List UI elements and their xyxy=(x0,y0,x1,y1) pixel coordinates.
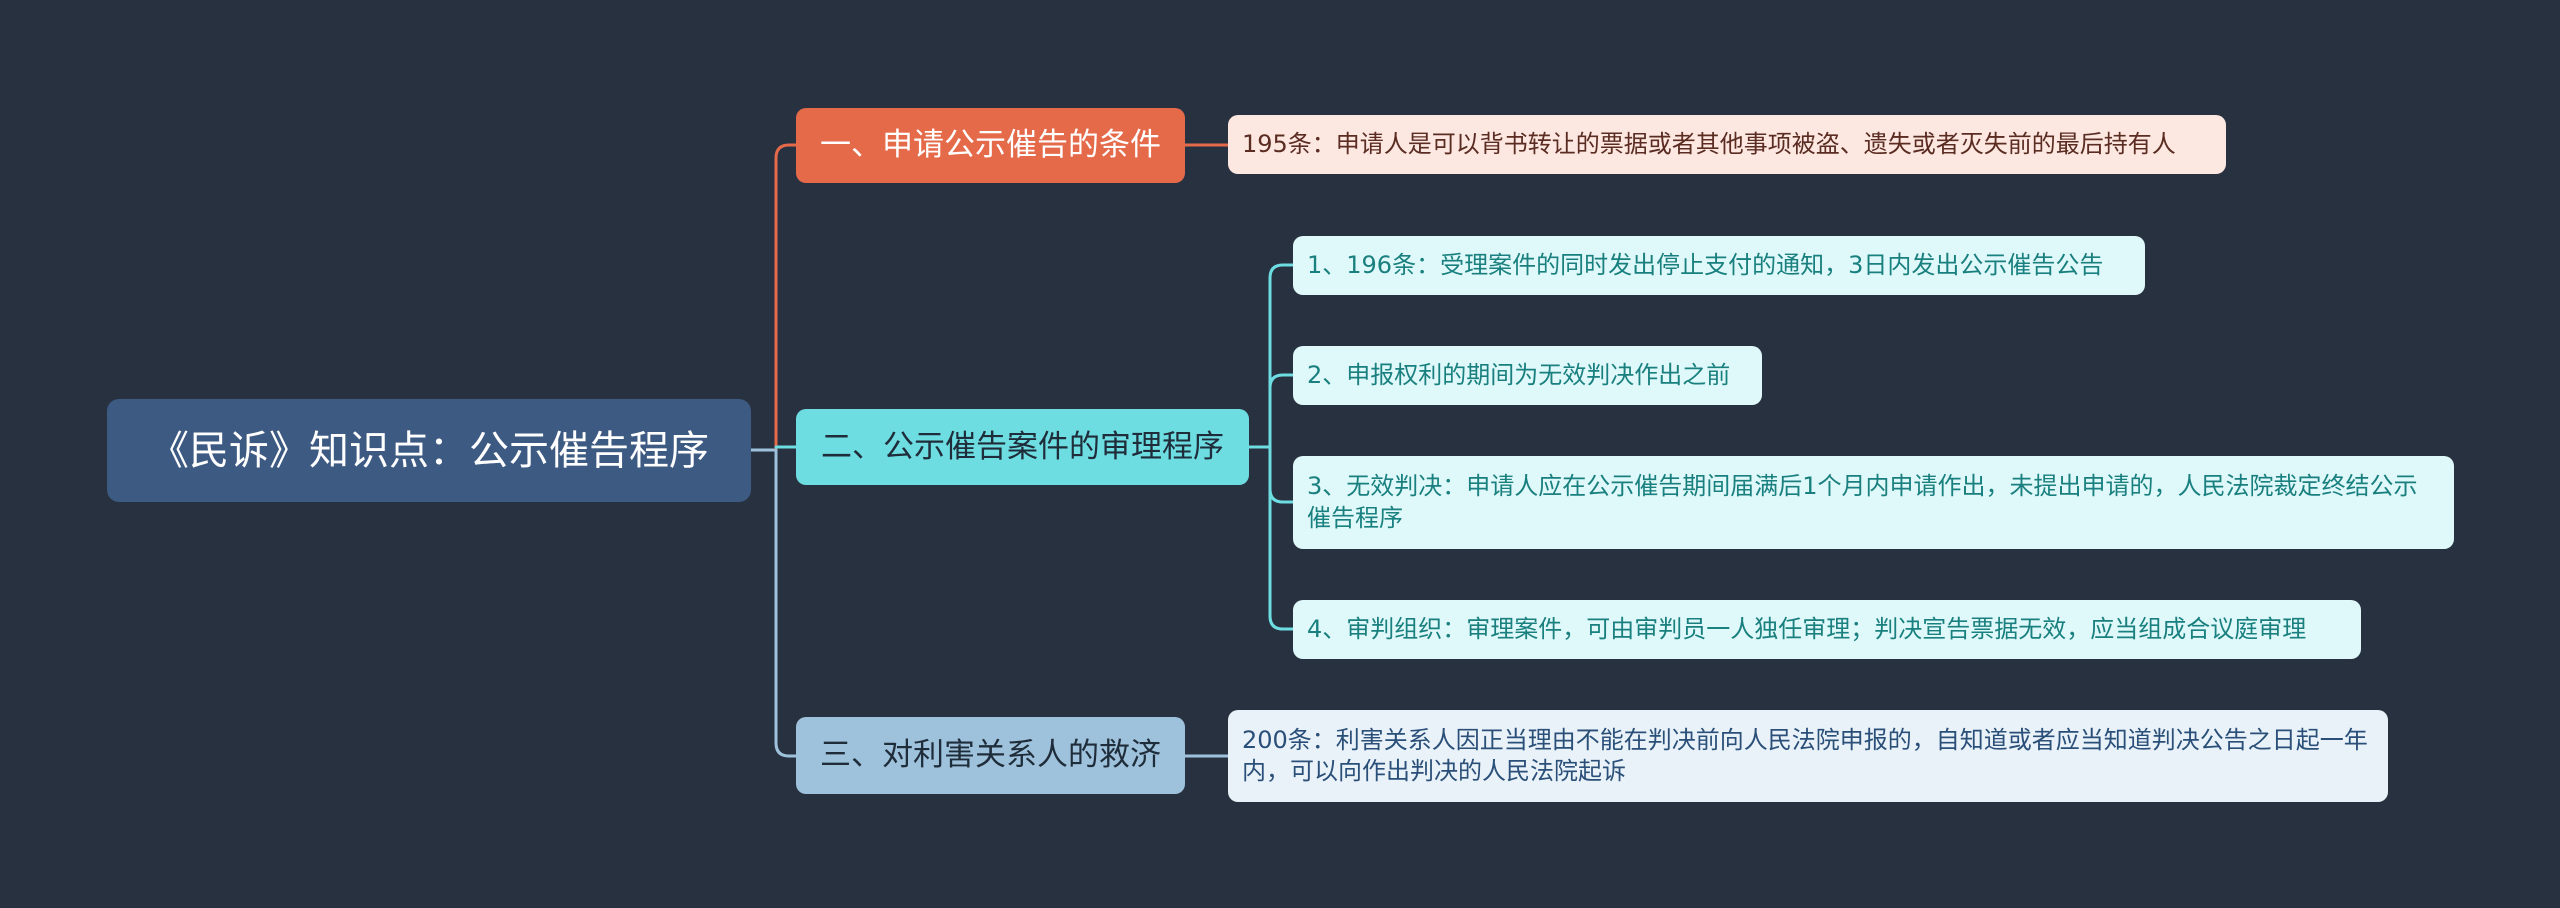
subtopic-text: 3、无效判决：申请人应在公示催告期间届满后1个月内申请作出，未提出申请的，人民法… xyxy=(1307,472,2418,532)
connector-leaf-2-1 xyxy=(1268,263,1295,449)
subtopic-1-1[interactable]: 195条：申请人是可以背书转让的票据或者其他事项被盗、遗失或者灭失前的最后持有人 xyxy=(1228,115,2226,174)
branch-topic-label: 二、公示催告案件的审理程序 xyxy=(821,428,1224,465)
branch-topic-label: 三、对利害关系人的救济 xyxy=(820,737,1161,774)
subtopic-text: 2、申报权利的期间为无效判决作出之前 xyxy=(1307,360,1731,389)
subtopic-2-4[interactable]: 4、审判组织：审理案件，可由审判员一人独任审理；判决宣告票据无效，应当组成合议庭… xyxy=(1293,600,2361,659)
branch-topic-3[interactable]: 三、对利害关系人的救济 xyxy=(796,717,1185,794)
subtopic-2-3[interactable]: 3、无效判决：申请人应在公示催告期间届满后1个月内申请作出，未提出申请的，人民法… xyxy=(1293,456,2454,549)
subtopic-text: 1、196条：受理案件的同时发出停止支付的通知，3日内发出公示催告公告 xyxy=(1307,250,2104,279)
connector-leaf-2-4 xyxy=(1268,445,1295,631)
connector-branch-1 xyxy=(774,143,798,452)
root-topic-label: 《民诉》知识点：公示催告程序 xyxy=(149,427,709,474)
root-topic[interactable]: 《民诉》知识点：公示催告程序 xyxy=(107,399,751,502)
connector-leaf-2-3 xyxy=(1268,445,1295,504)
subtopic-text: 200条：利害关系人因正当理由不能在判决前向人民法院申报的，自知道或者应当知道判… xyxy=(1242,725,2368,785)
branch-topic-2[interactable]: 二、公示催告案件的审理程序 xyxy=(796,409,1249,485)
subtopic-text: 195条：申请人是可以背书转让的票据或者其他事项被盗、遗失或者灭失前的最后持有人 xyxy=(1242,129,2176,158)
subtopic-2-2[interactable]: 2、申报权利的期间为无效判决作出之前 xyxy=(1293,346,1762,405)
connector-branch-3 xyxy=(774,448,798,758)
subtopic-2-1[interactable]: 1、196条：受理案件的同时发出停止支付的通知，3日内发出公示催告公告 xyxy=(1293,236,2145,295)
connector-leaf-2-2 xyxy=(1268,373,1295,449)
branch-topic-1[interactable]: 一、申请公示催告的条件 xyxy=(796,108,1185,183)
subtopic-text: 4、审判组织：审理案件，可由审判员一人独任审理；判决宣告票据无效，应当组成合议庭… xyxy=(1307,614,2307,643)
subtopic-3-1[interactable]: 200条：利害关系人因正当理由不能在判决前向人民法院申报的，自知道或者应当知道判… xyxy=(1228,710,2388,802)
branch-topic-label: 一、申请公示催告的条件 xyxy=(820,127,1161,164)
